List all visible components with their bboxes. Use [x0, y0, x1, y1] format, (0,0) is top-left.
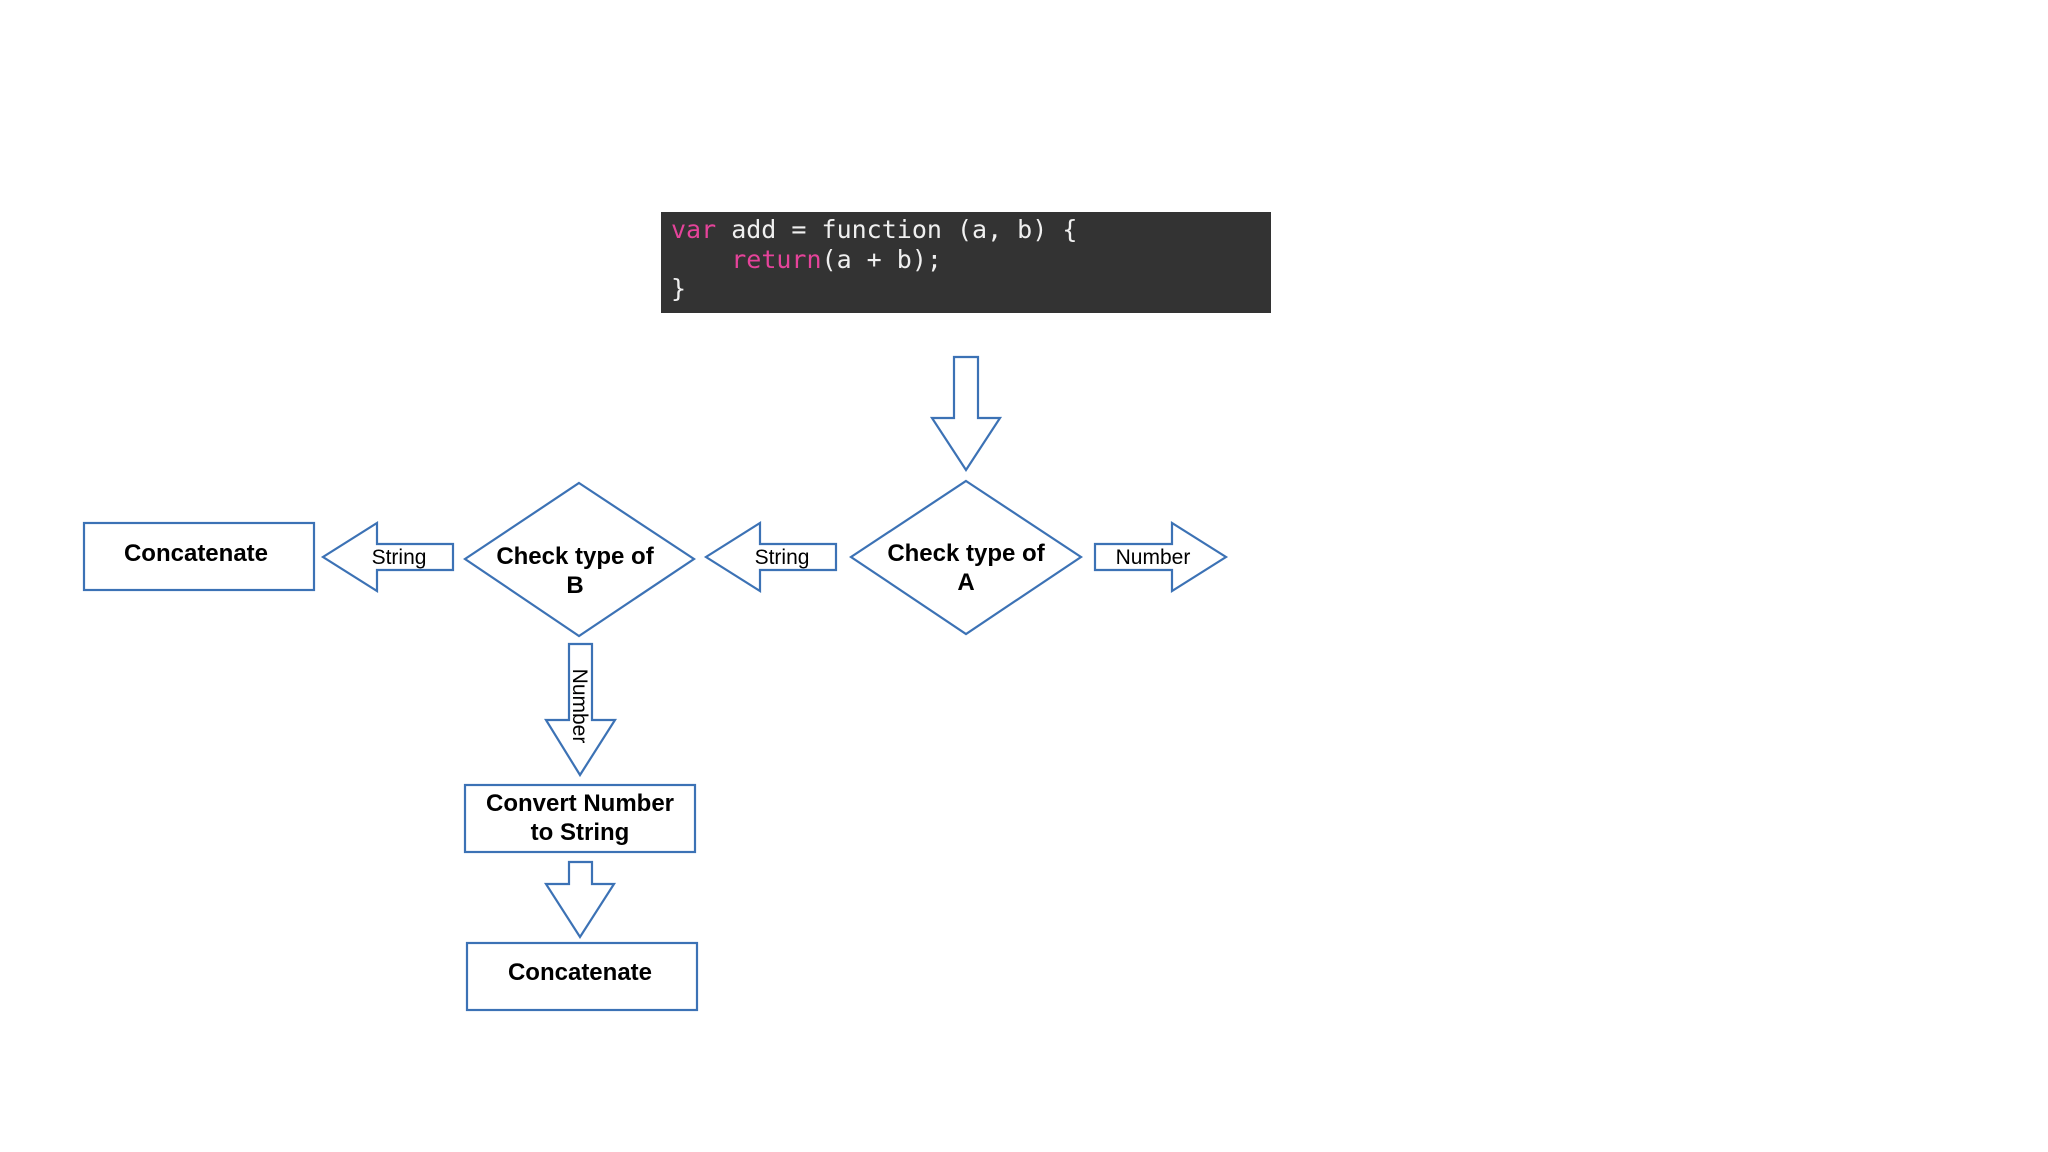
check-type-a-label-line1: Check type of: [887, 540, 1045, 567]
convert-to-concat-arrow: [543, 860, 617, 940]
check-type-a-label-line2: A: [957, 569, 974, 596]
convert-number-box: [463, 783, 697, 854]
code-keyword: return: [731, 244, 822, 274]
code-keyword: var: [671, 215, 717, 244]
code-line: return(a + b);: [671, 245, 1271, 275]
string-arrow-left-a: [703, 521, 838, 593]
check-type-b-label-line2: B: [566, 572, 583, 599]
entry-arrow-down: [929, 355, 1003, 473]
code-token: add = function (a, b) {: [716, 215, 1078, 244]
concatenate-box-bottom: [465, 941, 699, 1012]
string-edge-label-a: String: [755, 546, 810, 569]
number-arrow-right: [1093, 521, 1229, 593]
number-edge-label-a: Number: [1116, 546, 1191, 569]
code-snippet: var add = function (a, b) { return(a + b…: [661, 212, 1271, 313]
concatenate-label-bottom: Concatenate: [508, 959, 652, 986]
string-edge-label-b: String: [372, 546, 427, 569]
code-token: }: [671, 274, 687, 303]
string-arrow-left-b: [320, 521, 455, 593]
check-type-a-diamond: [849, 479, 1083, 636]
convert-number-label-line2: to String: [531, 819, 630, 846]
number-edge-label-b: Number: [568, 669, 591, 744]
convert-number-label-line1: Convert Number: [486, 790, 674, 817]
concatenate-label-left: Concatenate: [124, 540, 268, 567]
concatenate-box-left: [82, 521, 316, 592]
check-type-b-label-line1: Check type of: [496, 543, 654, 570]
code-token: (a + b);: [821, 244, 942, 274]
code-line: }: [671, 274, 1271, 304]
number-arrow-down: [544, 642, 618, 778]
check-type-b-diamond: [463, 481, 696, 638]
code-line: var add = function (a, b) {: [671, 215, 1271, 245]
